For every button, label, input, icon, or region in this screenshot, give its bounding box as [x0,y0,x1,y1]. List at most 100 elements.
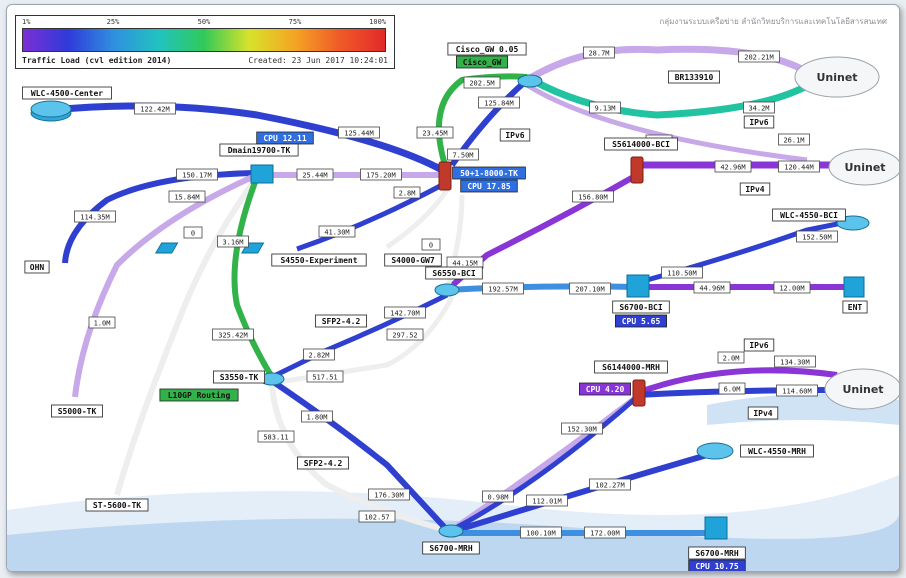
firewall-icon[interactable] [632,379,646,407]
node-name: SFP2-4.2 [322,317,361,326]
link[interactable] [72,172,259,398]
router-icon[interactable] [30,100,72,122]
node-label[interactable]: IPv6 [743,338,775,352]
node-label[interactable]: 50+1-8000-TK [452,166,526,180]
bandwidth-value: 42.96M [720,164,745,172]
uninet-cloud[interactable]: Uninet [828,148,899,186]
link[interactable] [231,175,275,379]
node-label[interactable]: S6144000-MRH [594,360,668,374]
node-label[interactable]: S6700-BCI [612,300,670,314]
firewall-icon[interactable] [438,161,452,191]
legend-tick: 50% [197,18,211,26]
network-weathermap: Uninet Uninet Uninet [6,4,900,572]
bandwidth-label: 0 [183,226,203,239]
bandwidth-label: 7.50M [447,148,479,161]
bandwidth-label: 28.7M [583,46,615,59]
node-label[interactable]: S3550-TK [212,370,265,384]
node-label[interactable]: S5000-TK [51,404,104,418]
switch-icon[interactable] [155,242,179,254]
link[interactable] [385,188,450,250]
bandwidth-value: 134.30M [780,359,810,367]
bandwidth-label: 110.50M [661,266,703,279]
node-label[interactable]: IPv6 [743,115,775,129]
node-label[interactable]: S6700-MRH [422,541,480,555]
link[interactable] [52,102,444,174]
link[interactable] [456,452,708,533]
bandwidth-value: 7.50M [452,152,473,160]
link[interactable] [525,82,808,163]
node-label[interactable]: SFP2-4.2 [314,314,367,328]
node-label[interactable]: S4000-GW7 [384,253,442,267]
link[interactable] [445,172,639,293]
node-label[interactable]: ENT [842,300,868,314]
node-name: SFP2-4.2 [304,459,343,468]
switch-icon[interactable] [250,164,274,184]
node-label[interactable]: S6550-BCI [425,266,483,280]
router-icon[interactable] [434,283,460,297]
node-label[interactable]: WLC-4550-MRH [740,444,814,458]
legend-created-timestamp: Created: 23 Jun 2017 10:24:01 [248,56,388,65]
node-label[interactable]: CPU 5.65 [615,314,668,328]
uninet-cloud[interactable]: Uninet [824,368,899,410]
link[interactable] [270,292,449,380]
node-label[interactable]: S4550-Experiment [271,253,367,267]
node-name: CPU 17.85 [467,182,511,191]
bandwidth-label: 102.57 [358,510,396,523]
bandwidth-label: 12.00M [773,281,811,294]
node-label[interactable]: IPv4 [739,182,771,196]
bandwidth-value: 112.01M [532,498,562,506]
node-label[interactable]: BR133910 [668,70,721,84]
node-name: IPv6 [749,118,768,127]
node-name: S5614000-BCI [612,140,670,149]
node-label[interactable]: CPU 12.11 [256,131,314,145]
link[interactable] [450,395,639,533]
switch-icon[interactable] [843,276,865,298]
link[interactable] [296,182,444,252]
node-label[interactable]: CPU 17.85 [460,179,518,193]
wireless-controller-icon[interactable] [696,442,734,460]
node-label[interactable]: WLC-4550-BCI [772,208,846,222]
node-name: IPv4 [753,409,772,418]
node-label[interactable]: SFP2-4.2 [296,456,349,470]
bandwidth-value: 583.11 [263,434,288,442]
bandwidth-value: 23.45M [422,130,447,138]
node-label[interactable]: Cisco_GW 0.05 [447,42,527,56]
node-label[interactable]: IPv6 [499,128,531,142]
node-label[interactable]: S5614000-BCI [604,137,678,151]
node-label[interactable]: CPU 10.75 [688,559,746,571]
link[interactable] [635,367,838,396]
bandwidth-value: 152.30M [567,426,597,434]
header-note: กลุ่มงานระบบเครือข่าย สำนักวิทยบริการและ… [659,17,887,26]
bandwidth-label: 9.13M [589,101,621,114]
uninet-cloud[interactable]: Uninet [794,56,880,98]
traffic-legend: 1% 25% 50% 75% 100% Traffic Load (cvl ed… [15,15,395,69]
link[interactable] [114,175,260,496]
node-name: WLC-4550-MRH [748,447,806,456]
node-label[interactable]: WLC-4500-Center [22,86,112,100]
router-icon[interactable] [438,524,464,538]
link[interactable] [271,295,455,386]
link[interactable] [269,384,448,533]
switch-icon[interactable] [704,516,728,540]
link[interactable] [530,76,814,119]
bandwidth-label: 114.60M [776,384,818,397]
bandwidth-label: 142.70M [384,306,426,319]
firewall-icon[interactable] [630,156,644,184]
node-label[interactable]: ST-5600-TK [85,498,149,512]
node-label[interactable]: Cisco_GW [455,55,508,69]
node-label[interactable]: S6700-MRH [688,546,746,560]
bandwidth-value: 100.10M [526,530,556,538]
node-name: S3550-TK [220,373,259,382]
node-label[interactable]: Dmain19700-TK [219,143,299,157]
node-label[interactable]: OHN [24,260,50,274]
link[interactable] [446,283,638,293]
node-label[interactable]: IPv4 [747,406,779,420]
bandwidth-value: 44.15M [452,260,477,268]
bandwidth-label: 583.11 [257,430,295,443]
link[interactable] [273,380,450,533]
node-label[interactable]: L10GP Routing [159,388,239,402]
bandwidth-value: 3.16M [222,239,243,247]
node-label[interactable]: CPU 4.20 [579,382,632,396]
switch-icon[interactable] [626,274,650,298]
router-icon[interactable] [517,74,543,88]
